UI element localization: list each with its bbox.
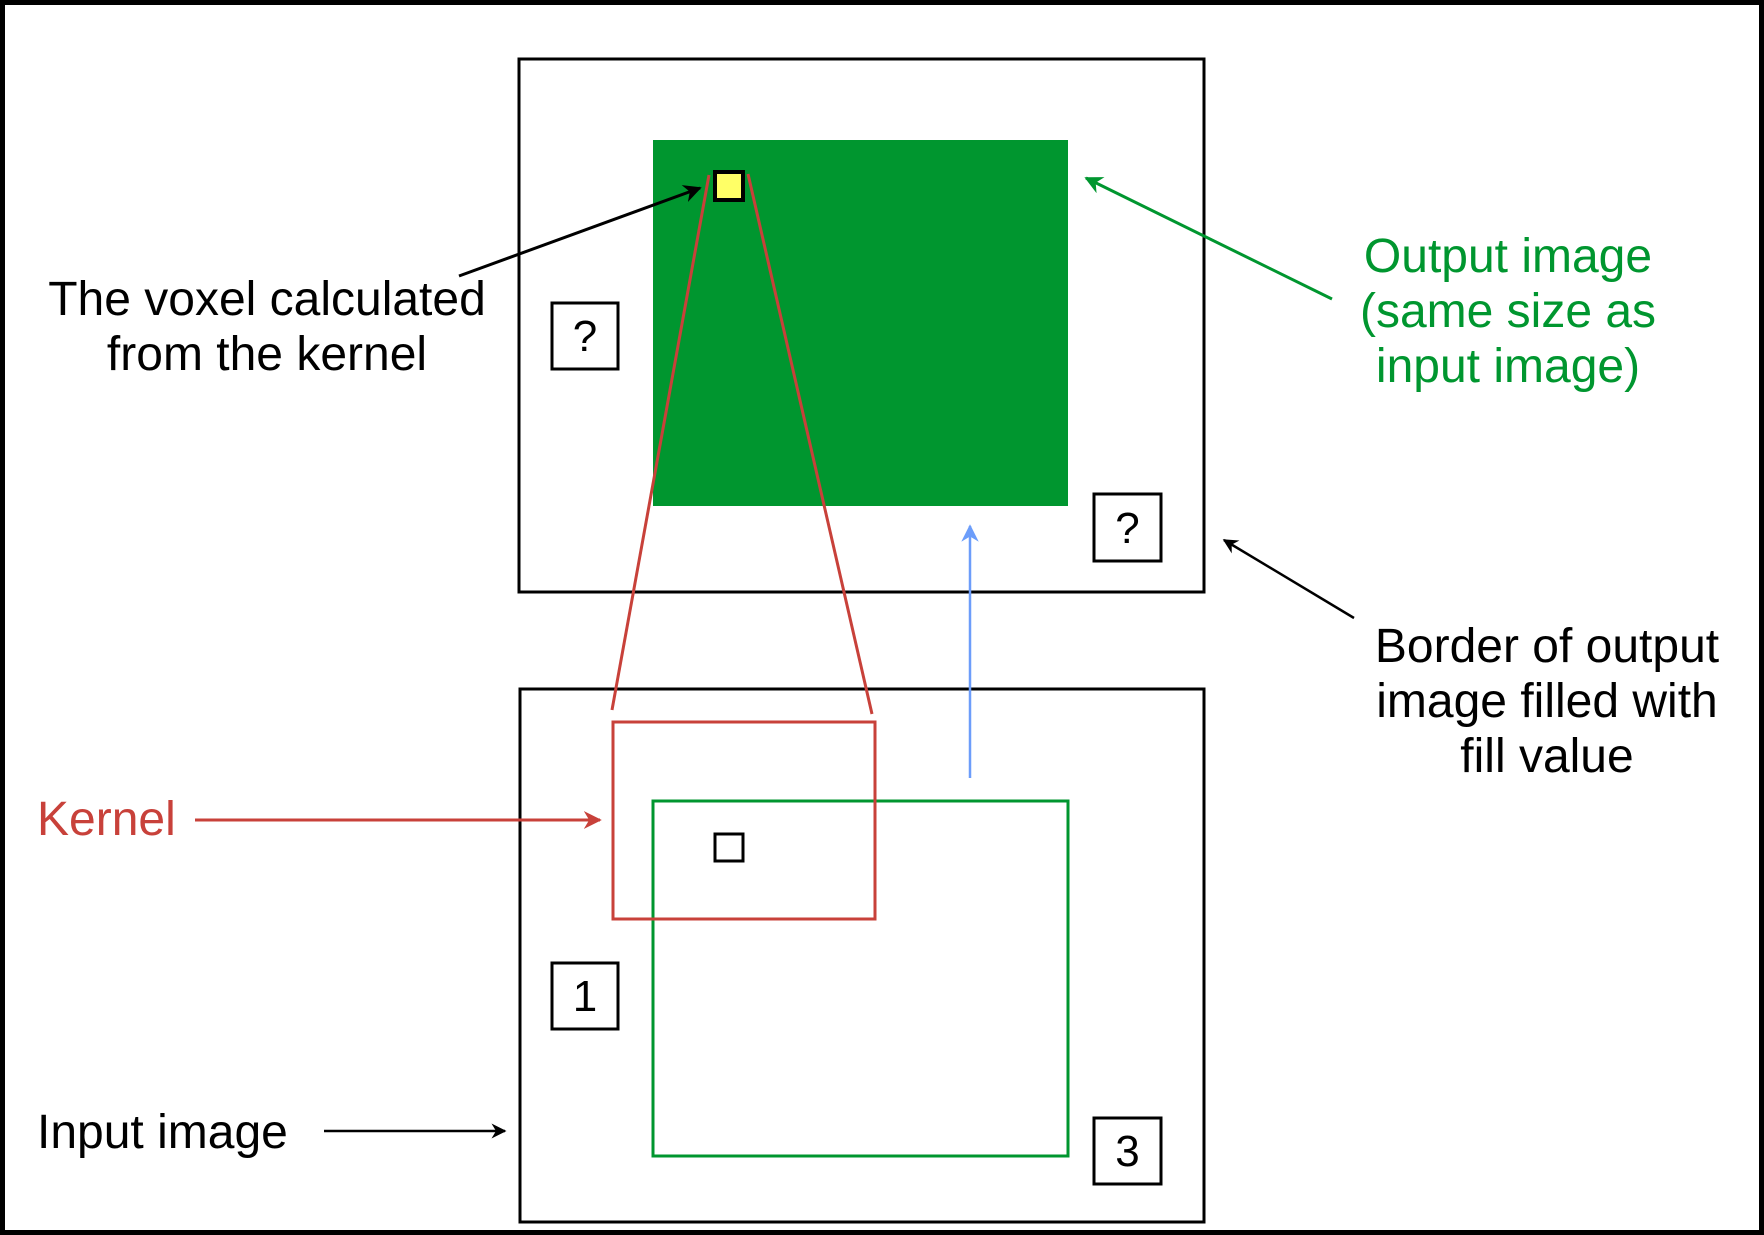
output-image-label-arrow bbox=[1084, 176, 1333, 301]
border-label-arrow bbox=[1222, 538, 1355, 620]
voxel-label-arrow bbox=[458, 185, 702, 278]
output-corner-marker-bottom-right: ? bbox=[1092, 492, 1163, 563]
output-corner-marker-top-left: ? bbox=[550, 301, 620, 371]
output-voxel bbox=[713, 170, 745, 202]
output-corner-marker-top-left-label: ? bbox=[573, 312, 597, 361]
output-image-label-line-1: Output image bbox=[1364, 230, 1652, 283]
output-corner-marker-bottom-right-label: ? bbox=[1115, 504, 1139, 553]
border-label-line-2: image filled with bbox=[1376, 675, 1717, 728]
input-corner-marker-bottom-right-label: 3 bbox=[1115, 1127, 1139, 1176]
input-corner-marker-top-left-label: 1 bbox=[573, 972, 597, 1021]
output-image-label-line-3: input image) bbox=[1376, 340, 1640, 393]
input-valid-region-outline bbox=[651, 799, 1070, 1158]
output-image-label-line-2: (same size as bbox=[1360, 285, 1656, 338]
input-center-voxel bbox=[713, 832, 745, 863]
input-image-box bbox=[518, 687, 1206, 1224]
kernel-rect bbox=[611, 720, 877, 921]
border-label-line-1: Border of output bbox=[1375, 620, 1719, 673]
input-corner-marker-top-left: 1 bbox=[550, 961, 620, 1031]
kernel-label: Kernel bbox=[37, 793, 176, 846]
border-label-line-3: fill value bbox=[1460, 730, 1633, 783]
voxel-label-line-2: from the kernel bbox=[107, 328, 427, 381]
input-corner-marker-bottom-right: 3 bbox=[1092, 1116, 1163, 1186]
kernel-projection-line-left bbox=[610, 174, 711, 711]
kernel-projection-line-right bbox=[746, 173, 874, 715]
input-image-label: Input image bbox=[37, 1106, 288, 1159]
voxel-label-line-1: The voxel calculated bbox=[48, 273, 486, 326]
